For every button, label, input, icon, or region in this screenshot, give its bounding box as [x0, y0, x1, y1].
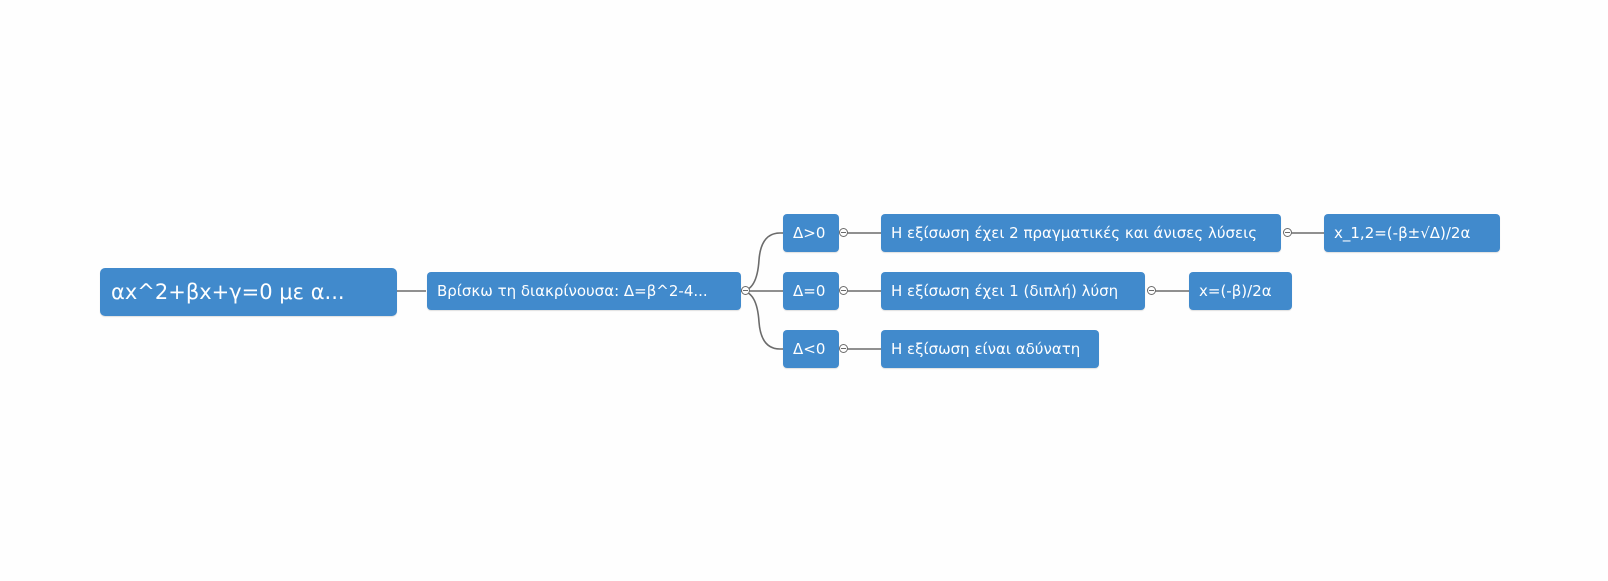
case-node-negative[interactable]: Δ<0: [783, 330, 839, 368]
result-node-two-solutions-label: Η εξίσωση έχει 2 πραγματικές και άνισες …: [891, 224, 1258, 242]
discriminant-node[interactable]: Βρίσκω τη διακρίνουσα: Δ=β^2-4...: [427, 272, 741, 310]
case-node-positive-label: Δ>0: [793, 224, 826, 242]
formula-node-two-roots[interactable]: x_1,2=(-β±√Δ)/2α: [1324, 214, 1500, 252]
root-node-label: αx^2+βx+γ=0 με α...: [111, 280, 345, 304]
formula-node-double-root-label: x=(-β)/2α: [1199, 282, 1272, 300]
collapse-result-double-solution-icon[interactable]: [1147, 286, 1156, 295]
connector-discriminant-case-1: [740, 232, 783, 292]
collapse-case-negative-icon[interactable]: [839, 344, 848, 353]
collapse-result-two-solutions-icon[interactable]: [1283, 228, 1292, 237]
result-node-impossible-label: Η εξίσωση είναι αδύνατη: [891, 340, 1081, 358]
collapse-case-positive-icon[interactable]: [839, 228, 848, 237]
case-node-zero[interactable]: Δ=0: [783, 272, 839, 310]
result-node-two-solutions[interactable]: Η εξίσωση έχει 2 πραγματικές και άνισες …: [881, 214, 1281, 252]
root-node[interactable]: αx^2+βx+γ=0 με α...: [100, 268, 397, 316]
formula-node-double-root[interactable]: x=(-β)/2α: [1189, 272, 1292, 310]
result-node-double-solution-label: Η εξίσωση έχει 1 (διπλή) λύση: [891, 282, 1119, 300]
case-node-zero-label: Δ=0: [793, 282, 826, 300]
case-node-positive[interactable]: Δ>0: [783, 214, 839, 252]
collapse-case-zero-icon[interactable]: [839, 286, 848, 295]
discriminant-node-label: Βρίσκω τη διακρίνουσα: Δ=β^2-4...: [437, 282, 708, 300]
collapse-discriminant-icon[interactable]: [741, 286, 750, 295]
formula-node-two-roots-label: x_1,2=(-β±√Δ)/2α: [1334, 224, 1471, 242]
result-node-impossible[interactable]: Η εξίσωση είναι αδύνατη: [881, 330, 1099, 368]
case-node-negative-label: Δ<0: [793, 340, 826, 358]
result-node-double-solution[interactable]: Η εξίσωση έχει 1 (διπλή) λύση: [881, 272, 1145, 310]
connector-discriminant-case-3: [740, 290, 783, 350]
